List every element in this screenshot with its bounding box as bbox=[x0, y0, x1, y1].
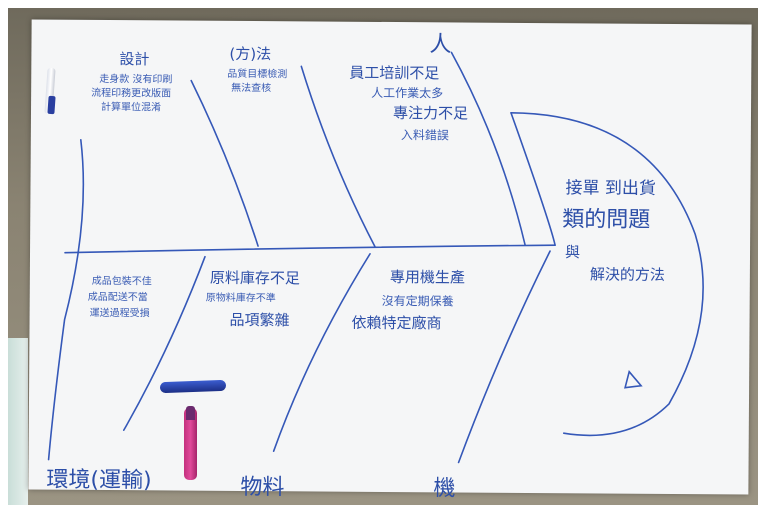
category-environment-title: 環境(運輸) bbox=[46, 467, 152, 494]
cause-environment-2: 成品配送不當 bbox=[87, 291, 148, 304]
spine-line bbox=[64, 244, 556, 254]
bone-bottom-mid bbox=[272, 253, 371, 452]
fishbone-diagram bbox=[47, 51, 704, 464]
head-inner-line bbox=[510, 112, 556, 246]
cause-machine-1: 專用機生產 bbox=[389, 267, 465, 287]
tail-line bbox=[47, 139, 85, 461]
bone-top-right bbox=[450, 51, 526, 246]
category-method-title: (方)法 bbox=[229, 44, 272, 64]
category-design-title: 設計 bbox=[119, 50, 150, 69]
pink-marker bbox=[184, 408, 197, 480]
paper-sheet: 接單 到出貨 類的問題 與 解決的方法 設計 走身款 沒有印刷 流程印務更改版面… bbox=[28, 19, 752, 501]
cause-people-1: 員工培訓不足 bbox=[349, 63, 440, 83]
pink-marker-cap bbox=[186, 406, 195, 420]
head-outline bbox=[510, 112, 704, 437]
head-eye-mark bbox=[624, 369, 643, 389]
plastic-sheet bbox=[8, 338, 28, 505]
bone-bottom-left bbox=[122, 255, 206, 431]
cause-environment-3: 運送過程受損 bbox=[89, 307, 150, 320]
head-text-line3: 與 bbox=[564, 243, 581, 262]
category-machine-title: 機 bbox=[433, 476, 456, 502]
cause-material-2: 原物料庫存不準 bbox=[205, 292, 276, 305]
cause-method-2: 無法查核 bbox=[231, 82, 272, 95]
cause-people-2: 人工作業太多 bbox=[371, 85, 444, 101]
cause-design-3: 計算單位混淆 bbox=[100, 101, 162, 114]
category-people-title: 人 bbox=[429, 32, 452, 58]
cause-people-4: 入料錯誤 bbox=[400, 128, 449, 143]
pen-cap bbox=[47, 95, 56, 115]
bone-top-left bbox=[190, 79, 259, 247]
head-text-line4: 解決的方法 bbox=[589, 265, 665, 284]
bone-top-mid bbox=[300, 65, 376, 248]
photo: 接單 到出貨 類的問題 與 解決的方法 設計 走身款 沒有印刷 流程印務更改版面… bbox=[8, 8, 758, 505]
category-material-title: 物料 bbox=[240, 474, 285, 501]
cause-machine-2: 沒有定期保養 bbox=[381, 293, 454, 309]
cause-people-3: 專注力不足 bbox=[392, 104, 469, 123]
cause-material-3: 品項繁雜 bbox=[229, 310, 290, 330]
cause-environment-1: 成品包裝不佳 bbox=[91, 275, 152, 288]
head-text-line1: 接單 到出貨 bbox=[565, 178, 656, 199]
head-text-line2: 類的問題 bbox=[562, 207, 651, 233]
cause-material-1: 原料庫存不足 bbox=[209, 268, 300, 288]
cause-machine-3: 依賴特定廠商 bbox=[351, 313, 442, 333]
bone-bottom-right bbox=[457, 250, 551, 464]
blue-marker bbox=[159, 379, 227, 394]
